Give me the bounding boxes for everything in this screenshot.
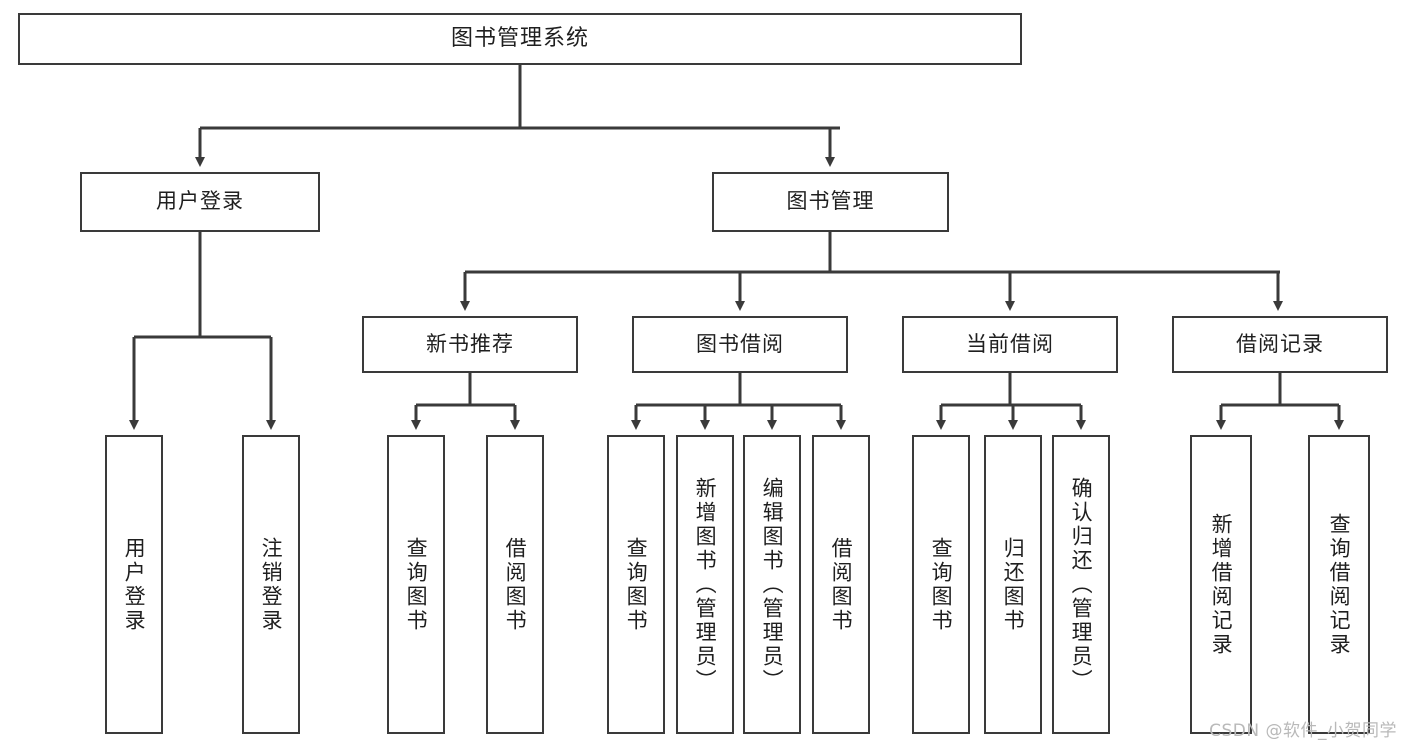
node-leaf-return-book-label: 归还图书 xyxy=(1001,536,1026,633)
node-leaf-query-book-label: 查询图书 xyxy=(624,536,649,633)
node-leaf-user-login[interactable]: 用户登录 xyxy=(105,435,163,734)
node-leaf-user-login-label: 用户登录 xyxy=(122,536,147,633)
node-current-borrow-label: 当前借阅 xyxy=(966,331,1054,356)
node-book-manage-label: 图书管理 xyxy=(786,189,875,214)
node-leaf-query-record[interactable]: 查询借阅记录 xyxy=(1308,435,1370,734)
node-leaf-user-logout[interactable]: 注销登录 xyxy=(242,435,300,734)
node-leaf-borrow-book[interactable]: 借阅图书 xyxy=(812,435,870,734)
node-leaf-edit-book-label: 编辑图书（管理员） xyxy=(760,476,785,693)
node-user-login-label: 用户登录 xyxy=(156,189,244,214)
node-borrow-record-label: 借阅记录 xyxy=(1236,331,1324,356)
node-leaf-confirm-return-label: 确认归还（管理员） xyxy=(1069,476,1094,693)
node-leaf-borrow-book-label: 借阅图书 xyxy=(829,536,854,633)
node-leaf-user-logout-label: 注销登录 xyxy=(259,536,284,633)
node-book-borrow-label: 图书借阅 xyxy=(696,331,784,356)
edge-group-current-borrow xyxy=(936,373,1086,430)
node-leaf-add-book-label: 新增图书（管理员） xyxy=(693,476,718,693)
edge-group-new-book-rec xyxy=(411,373,520,430)
node-leaf-query-book-rec[interactable]: 查询图书 xyxy=(387,435,445,734)
node-new-book-rec[interactable]: 新书推荐 xyxy=(362,316,578,373)
edge-group-root xyxy=(195,65,840,167)
edge-group-book-borrow xyxy=(631,373,846,430)
node-leaf-add-record-label: 新增借阅记录 xyxy=(1209,512,1234,657)
node-current-borrow[interactable]: 当前借阅 xyxy=(902,316,1118,373)
node-leaf-query-record-label: 查询借阅记录 xyxy=(1327,512,1352,657)
node-leaf-add-record[interactable]: 新增借阅记录 xyxy=(1190,435,1252,734)
node-new-book-rec-label: 新书推荐 xyxy=(426,331,514,356)
node-leaf-query-book[interactable]: 查询图书 xyxy=(607,435,665,734)
node-borrow-record[interactable]: 借阅记录 xyxy=(1172,316,1388,373)
node-leaf-query-book-cur-label: 查询图书 xyxy=(929,536,954,633)
node-book-manage[interactable]: 图书管理 xyxy=(712,172,949,232)
node-book-borrow[interactable]: 图书借阅 xyxy=(632,316,848,373)
node-leaf-query-book-cur[interactable]: 查询图书 xyxy=(912,435,970,734)
node-leaf-edit-book[interactable]: 编辑图书（管理员） xyxy=(743,435,801,734)
edge-group-user-login xyxy=(129,232,276,430)
node-leaf-query-book-rec-label: 查询图书 xyxy=(404,536,429,633)
node-user-login[interactable]: 用户登录 xyxy=(80,172,320,232)
node-root-label: 图书管理系统 xyxy=(450,25,589,51)
node-leaf-add-book[interactable]: 新增图书（管理员） xyxy=(676,435,734,734)
watermark: CSDN @软件_小贺同学 xyxy=(1209,721,1397,741)
node-leaf-borrow-book-rec-label: 借阅图书 xyxy=(503,536,528,633)
node-leaf-confirm-return[interactable]: 确认归还（管理员） xyxy=(1052,435,1110,734)
node-leaf-return-book[interactable]: 归还图书 xyxy=(984,435,1042,734)
node-root[interactable]: 图书管理系统 xyxy=(18,13,1022,65)
edge-group-borrow-record xyxy=(1216,373,1344,430)
edge-group-book-manage xyxy=(460,232,1283,311)
node-leaf-borrow-book-rec[interactable]: 借阅图书 xyxy=(486,435,544,734)
